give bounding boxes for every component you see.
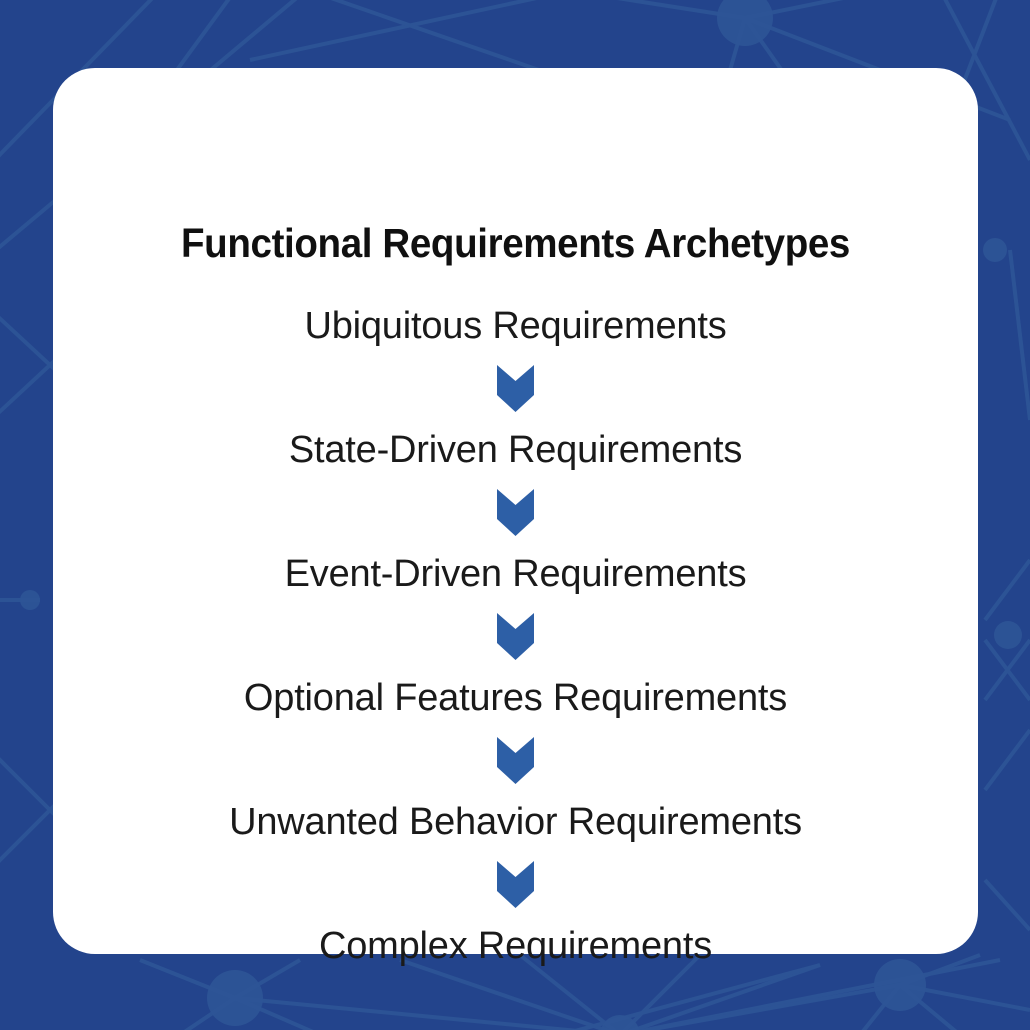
flow-step-label: Event-Driven Requirements — [284, 552, 747, 595]
flow-step-2: State-Driven Requirements — [288, 424, 743, 476]
requirements-flow-list: Ubiquitous Requirements State-Driven Req… — [53, 300, 978, 972]
flow-step-label: Unwanted Behavior Requirements — [229, 800, 802, 843]
flow-step-6: Complex Requirements — [319, 920, 712, 972]
down-chevron-arrow-icon — [497, 613, 534, 660]
flow-step-5: Unwanted Behavior Requirements — [229, 796, 802, 848]
down-chevron-arrow-icon — [497, 861, 534, 908]
down-chevron-arrow-icon — [497, 489, 534, 536]
card-inner: Functional Requirements Archetypes Ubiqu… — [53, 68, 978, 967]
flow-step-label: Optional Features Requirements — [243, 676, 788, 719]
flow-step-4: Optional Features Requirements — [244, 672, 787, 724]
down-chevron-arrow-icon — [497, 365, 534, 412]
flow-step-label: State-Driven Requirements — [288, 428, 743, 471]
down-chevron-arrow-icon — [497, 737, 534, 784]
page-title: Functional Requirements Archetypes — [181, 220, 850, 266]
flow-step-label: Complex Requirements — [318, 924, 713, 967]
flow-step-1: Ubiquitous Requirements — [304, 300, 726, 352]
flow-step-label: Ubiquitous Requirements — [304, 304, 727, 347]
content-card: Functional Requirements Archetypes Ubiqu… — [53, 68, 978, 967]
flow-step-3: Event-Driven Requirements — [285, 548, 747, 600]
